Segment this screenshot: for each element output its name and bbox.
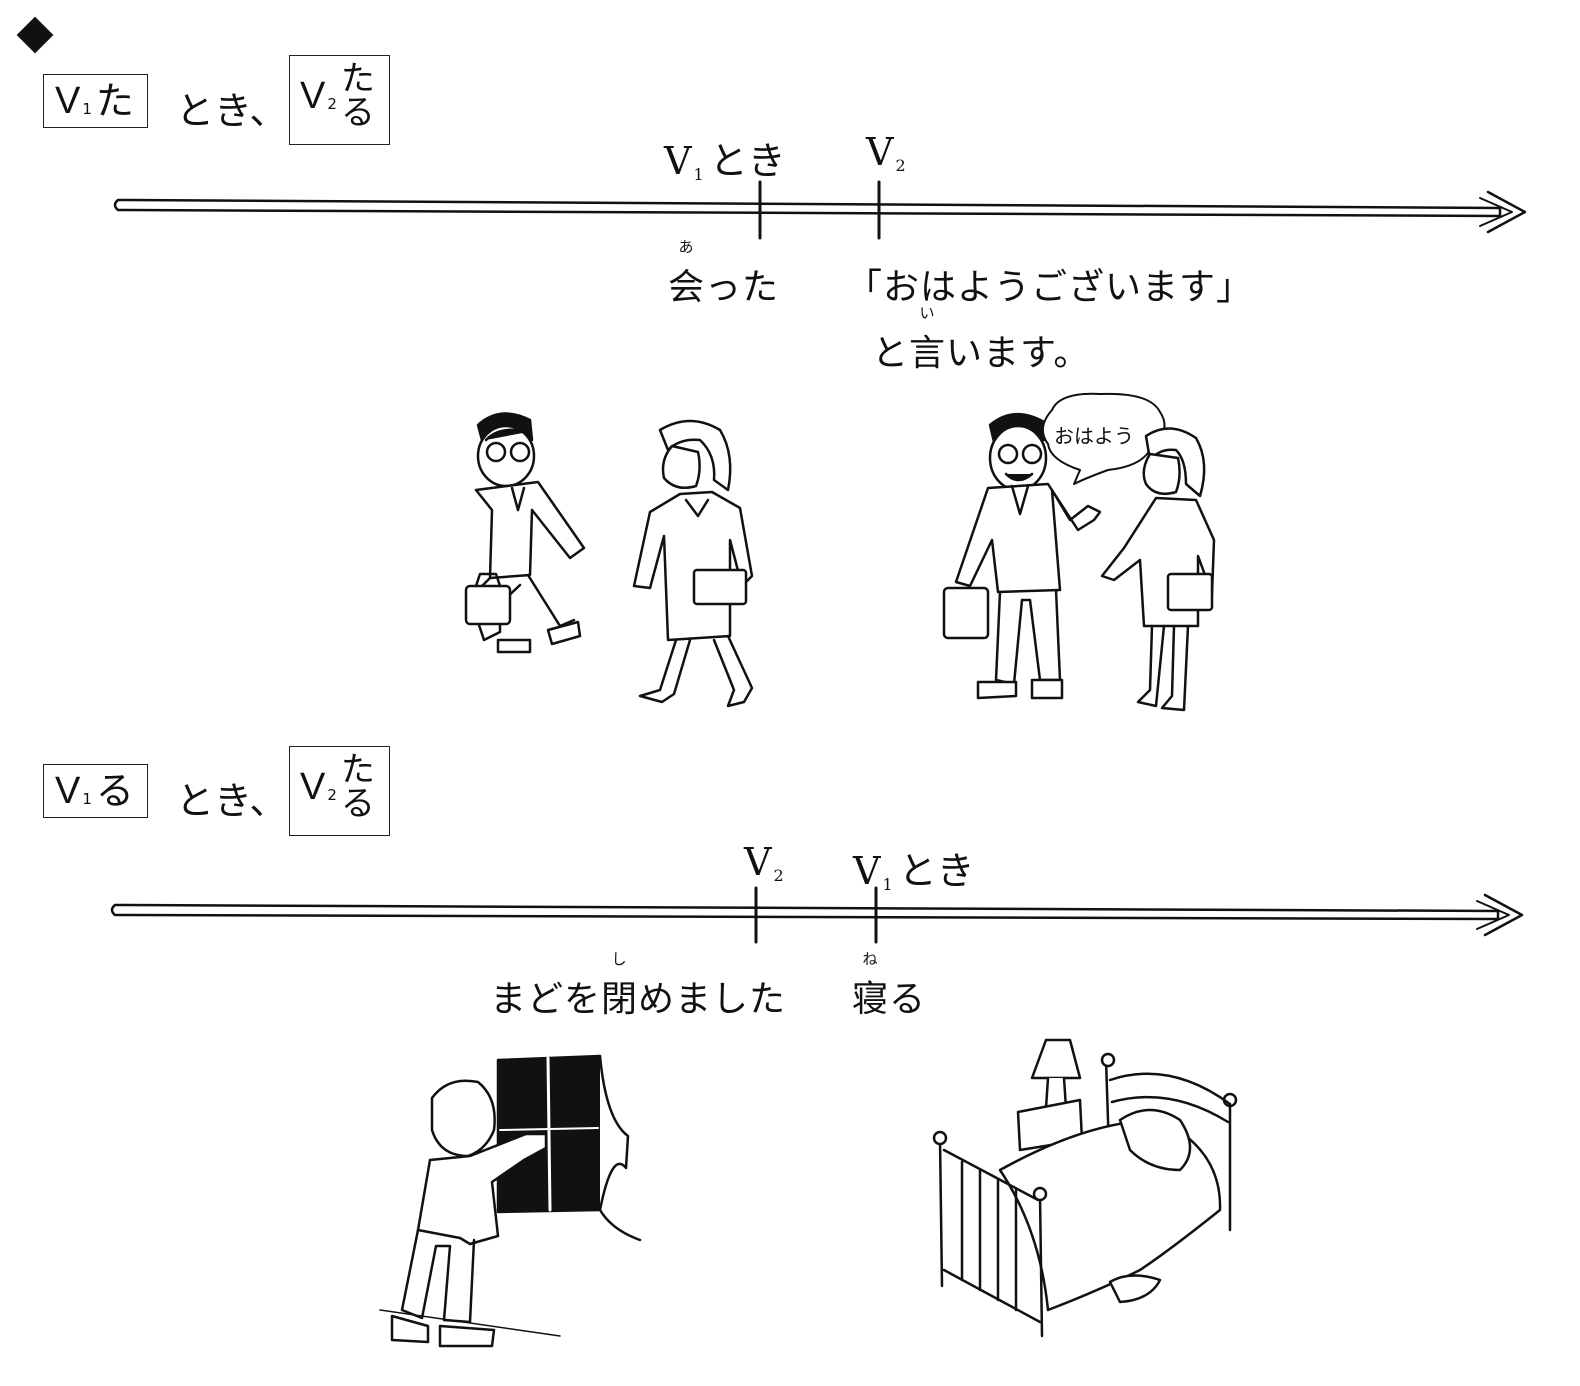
bedside-lamp-illustration — [1016, 1038, 1084, 1152]
pattern2-v1-letter: V — [55, 770, 81, 812]
woman-greeting-illustration — [1100, 427, 1216, 712]
timeline2-text-right: ね寝る — [852, 950, 927, 1022]
pattern1-v2-letter: V — [300, 75, 326, 117]
pattern1-v2-stack: た る — [341, 62, 375, 130]
timeline1-label-right-sub: 2 — [895, 156, 906, 175]
timeline2-label-right-sub: 1 — [882, 875, 893, 894]
pattern1-v1-suffix: た — [95, 79, 134, 123]
timeline2-label-left-sub: 2 — [773, 866, 784, 885]
ruby-shi: し — [611, 950, 628, 968]
pattern1-v1-box — [43, 74, 148, 128]
pattern1-v2-bottom: る — [340, 93, 375, 133]
pattern1-v1-letter: V — [55, 80, 81, 122]
pattern2-v2-stack: た る — [341, 753, 375, 821]
kanji-neru: 寝 — [852, 979, 890, 1020]
timeline1-label-left-text: とき — [709, 139, 786, 183]
woman-walking-illustration — [632, 419, 754, 708]
timeline1-arrow-icon — [113, 190, 1527, 234]
timeline2-label-right-text: とき — [898, 849, 975, 893]
ruby-i: い — [919, 304, 936, 322]
kanji-iu: 言 — [909, 333, 947, 374]
pattern2-v2-letter: V — [300, 766, 326, 808]
kanji-shimeru: 閉 — [601, 979, 639, 1020]
timeline1-text-right-line2-pre: と — [872, 333, 910, 374]
timeline2-text-right-kanji-wrap: ね寝 — [852, 950, 890, 1022]
timeline1-text-right-line2-rest: います。 — [946, 333, 1091, 374]
speech-bubble-text: おはよう — [1054, 424, 1134, 448]
timeline2-text-right-rest: る — [889, 979, 927, 1020]
ruby-ne: ね — [862, 950, 879, 968]
pattern1-v1-sub: 1 — [82, 99, 92, 118]
pattern2-v1-sub: 1 — [82, 789, 92, 808]
timeline1-label-left-sub: 1 — [693, 165, 704, 184]
timeline1-text-right-line1: 「おはようございます」 — [846, 267, 1254, 308]
pattern2-v2-bottom: る — [340, 784, 375, 824]
timeline2-label-right-v: V — [853, 849, 881, 893]
timeline1-label-right-v: V — [866, 130, 894, 174]
timeline1-text-left-kanji-wrap: あ会 — [668, 238, 706, 310]
ruby-a: あ — [678, 238, 695, 256]
bed-illustration — [932, 1052, 1238, 1338]
timeline1-text-right-line2: とい言います。 — [872, 304, 1091, 376]
pattern1-v2-top: た — [340, 59, 375, 99]
man-walking-illustration — [464, 412, 586, 654]
pattern1-v2-sub: 2 — [327, 94, 337, 113]
timeline1-text-left: あ会った — [668, 238, 780, 310]
pattern2-v1-box — [43, 764, 148, 818]
pattern2-v2-sub: 2 — [327, 785, 337, 804]
pattern2-v2-top: た — [340, 750, 375, 790]
pattern1-v2-box — [289, 55, 390, 145]
timeline1-text-right-kanji-wrap: い言 — [909, 304, 947, 376]
timeline1-text-left-rest: った — [705, 267, 780, 308]
timeline2-text-left-kanji-wrap: し閉 — [601, 950, 639, 1022]
timeline2-label-left-v: V — [744, 840, 772, 884]
kanji-au: 会 — [668, 267, 706, 308]
timeline2-text-left-pre: まどを — [490, 979, 602, 1020]
timeline2-arrow-icon — [110, 893, 1524, 937]
speech-bubble-icon — [1041, 392, 1166, 485]
window-illustration — [379, 1054, 642, 1337]
pattern2-v1-suffix: る — [95, 769, 134, 813]
pattern2-toki: とき、 — [176, 779, 288, 823]
woman-closing-window-illustration — [390, 1079, 548, 1348]
pattern2-v2-box — [289, 746, 390, 836]
pattern1-toki: とき、 — [176, 89, 288, 133]
timeline2-text-left: まどをし閉めました — [490, 950, 787, 1022]
timeline2-text-left-rest: めました — [638, 979, 787, 1020]
timeline1-label-left-v: V — [664, 139, 692, 183]
man-greeting-illustration — [942, 413, 1102, 700]
